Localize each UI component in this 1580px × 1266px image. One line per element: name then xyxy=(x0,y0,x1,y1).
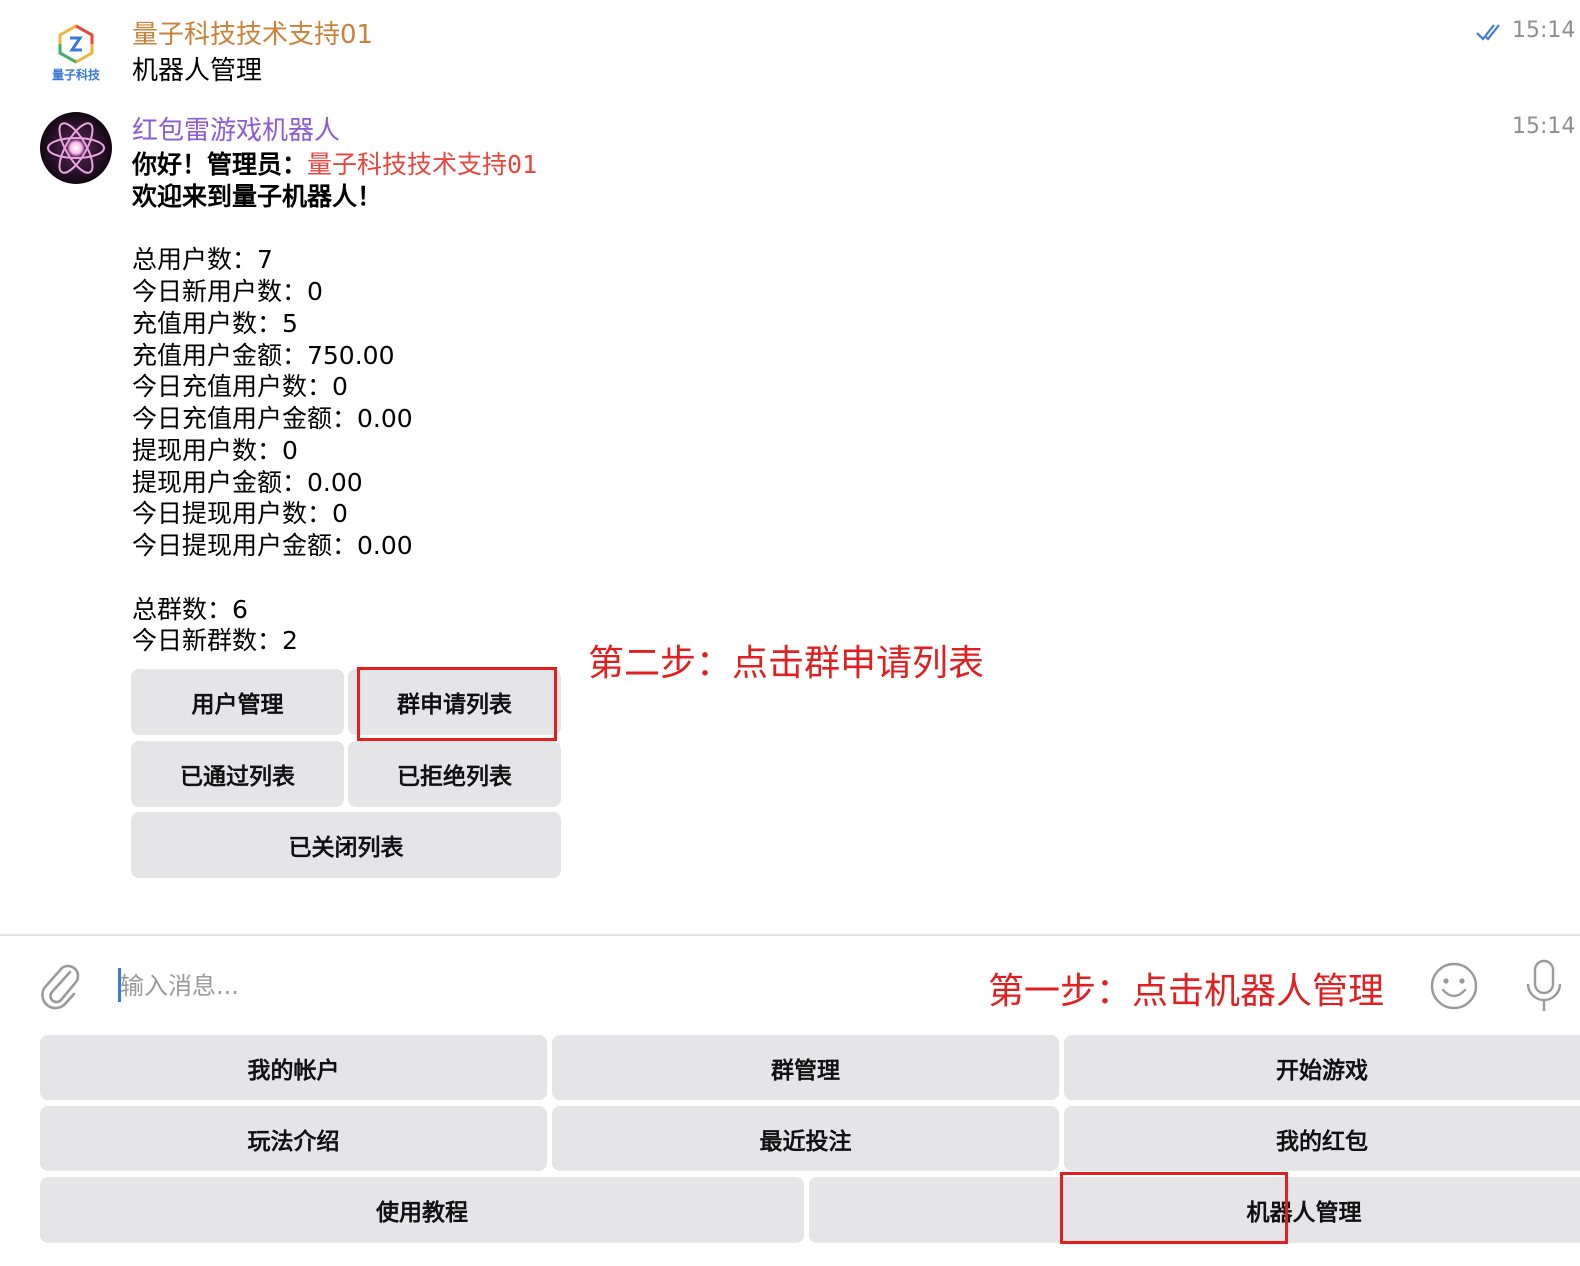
logo-text: 量子科技 xyxy=(51,68,100,82)
bot-avatar[interactable] xyxy=(40,112,112,184)
sender-logo-avatar[interactable]: 量子科技 xyxy=(40,18,112,90)
approved-list-button[interactable]: 已通过列表 xyxy=(131,741,344,807)
sender-name[interactable]: 量子科技技术支持01 xyxy=(132,20,374,50)
group-management-button[interactable]: 群管理 xyxy=(552,1035,1059,1100)
paperclip-icon[interactable] xyxy=(36,958,84,1010)
user-management-button[interactable]: 用户管理 xyxy=(131,669,344,735)
stat-line: 充值用户数：5 xyxy=(132,309,298,338)
text-caret xyxy=(118,968,121,1002)
how-to-play-button[interactable]: 玩法介绍 xyxy=(40,1106,547,1171)
welcome-line: 欢迎来到量子机器人！ xyxy=(132,182,383,211)
stat-line: 今日提现用户数：0 xyxy=(132,499,348,528)
stat-line: 提现用户金额：0.00 xyxy=(132,468,363,497)
atom-icon xyxy=(40,112,112,184)
admin-name-link[interactable]: 量子科技技术支持01 xyxy=(307,150,538,179)
rejected-list-button[interactable]: 已拒绝列表 xyxy=(348,741,561,807)
composer-divider xyxy=(0,934,1580,936)
stat-line: 今日充值用户金额：0.00 xyxy=(132,404,413,433)
message-time: 15:14 xyxy=(1512,18,1576,43)
step2-annotation: 第二步：点击群申请列表 xyxy=(588,643,985,684)
stat-line: 今日提现用户金额：0.00 xyxy=(132,531,413,560)
start-game-button[interactable]: 开始游戏 xyxy=(1064,1035,1580,1100)
closed-list-button[interactable]: 已关闭列表 xyxy=(131,812,561,878)
step1-annotation: 第一步：点击机器人管理 xyxy=(988,971,1385,1012)
group-application-list-button[interactable]: 群申请列表 xyxy=(348,669,561,735)
emoji-icon[interactable] xyxy=(1428,960,1480,1012)
double-check-icon xyxy=(1476,24,1500,41)
microphone-icon[interactable] xyxy=(1522,958,1566,1014)
stat-line: 提现用户数：0 xyxy=(132,436,298,465)
tutorial-button[interactable]: 使用教程 xyxy=(40,1177,804,1243)
message-text: 机器人管理 xyxy=(132,56,263,86)
quantum-logo-icon xyxy=(58,24,94,64)
message-input[interactable] xyxy=(116,964,940,1008)
my-red-packet-button[interactable]: 我的红包 xyxy=(1064,1106,1580,1171)
stat-line: 今日充值用户数：0 xyxy=(132,372,348,401)
robot-management-button[interactable]: 机器人管理 xyxy=(809,1177,1580,1243)
greeting-prefix: 你好！管理员： xyxy=(132,150,308,179)
group-stat-line: 今日新群数：2 xyxy=(132,626,298,655)
message-time: 15:14 xyxy=(1512,114,1576,139)
group-stat-line: 总群数：6 xyxy=(132,595,248,624)
greeting-line: 你好！管理员：量子科技技术支持01 xyxy=(132,145,537,181)
stat-line: 总用户数：7 xyxy=(132,245,273,274)
stat-line: 充值用户金额：750.00 xyxy=(132,341,395,370)
bot-name[interactable]: 红包雷游戏机器人 xyxy=(132,116,341,146)
recent-bets-button[interactable]: 最近投注 xyxy=(552,1106,1059,1171)
stat-line: 今日新用户数：0 xyxy=(132,277,323,306)
my-account-button[interactable]: 我的帐户 xyxy=(40,1035,547,1100)
robot-management-label: 机器人管理 xyxy=(1246,1200,1362,1226)
